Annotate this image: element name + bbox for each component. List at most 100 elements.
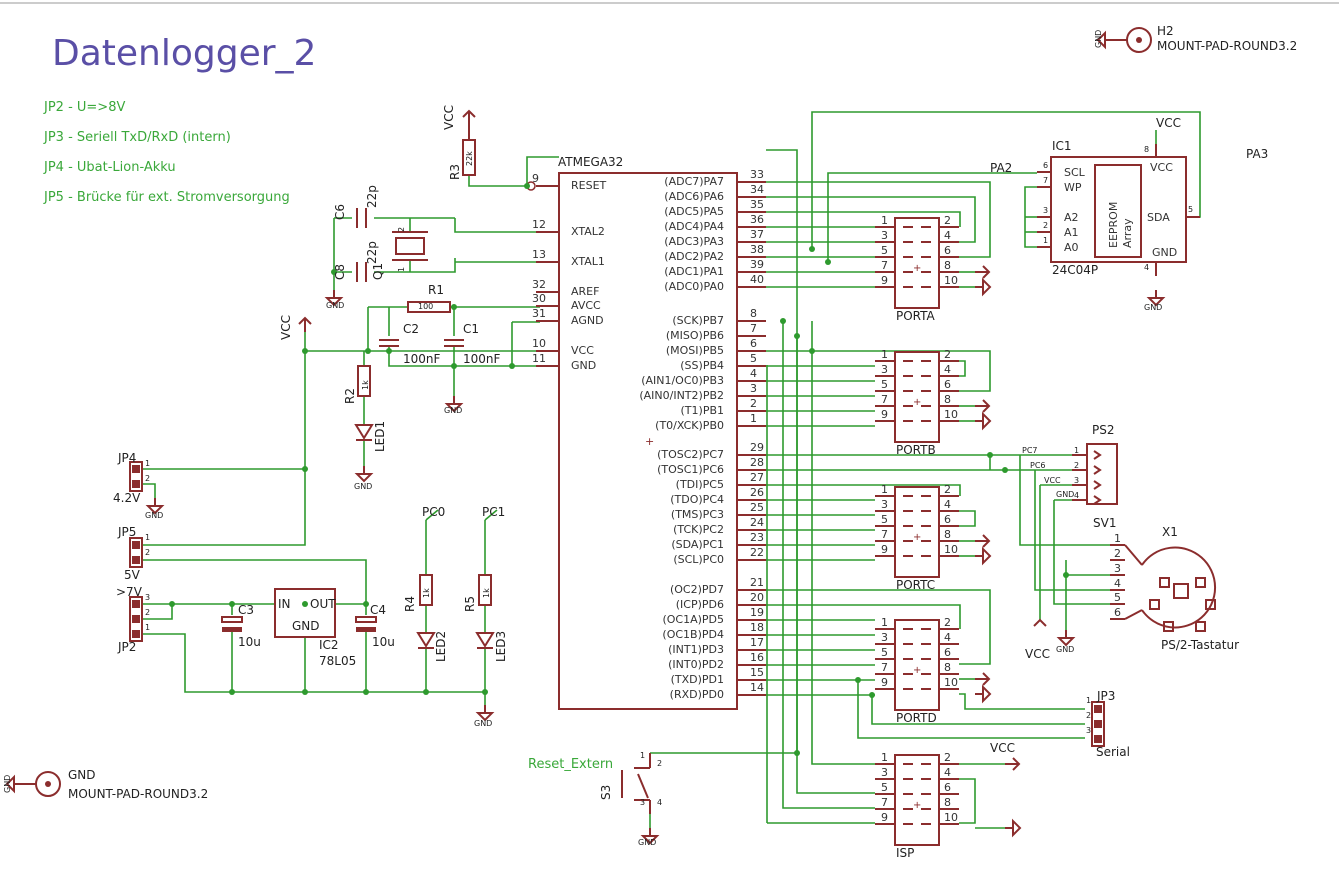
h2-ref: H2 — [1157, 24, 1174, 38]
ps2-pc7: PC7 — [1022, 446, 1038, 455]
header-pin-num: 7 — [881, 661, 888, 674]
ic1-array-1: EEPROM — [1107, 201, 1120, 248]
mcu-pin-num-35: 35 — [750, 198, 764, 211]
mcu-pin-num-25: 25 — [750, 501, 764, 514]
wire-isp-mosi — [811, 321, 875, 765]
header-pin-num: 3 — [881, 766, 888, 779]
mcu-pin-sdapc1: (SDA)PC1 — [671, 538, 724, 551]
r4-body — [419, 574, 433, 606]
jp3-pin — [1094, 705, 1102, 713]
s3-lever — [637, 773, 649, 799]
jp2-ref: JP2 — [118, 640, 137, 654]
s3-gnd-symbol — [640, 835, 660, 845]
wire-pa7 — [766, 181, 991, 258]
led1-gnd-symbol — [354, 473, 374, 483]
mcu-pin-tosc2pc7: (TOSC2)PC7 — [657, 448, 724, 461]
porta-vcc-symbol — [982, 265, 991, 279]
x1-contact — [1149, 599, 1160, 610]
header-pin-num: 6 — [944, 378, 951, 391]
wire-ps2-data — [1034, 470, 1110, 591]
ic1-num-4: 4 — [1144, 263, 1150, 272]
wires — [142, 111, 1201, 829]
jp3-p3: 3 — [1086, 726, 1092, 735]
mcu-pin-t1pb1: (T1)PB1 — [680, 404, 724, 417]
wire-scl — [827, 172, 1037, 262]
mcu-pin-ain1oc0pb3: (AIN1/OC0)PB3 — [641, 374, 724, 387]
jp2-pin — [132, 600, 140, 608]
xtal-gnd-symbol — [324, 297, 344, 307]
mcu-pin-num-28: 28 — [750, 456, 764, 469]
r2-value: 1k — [361, 380, 370, 390]
ic1-pin-wp: WP — [1064, 181, 1082, 194]
led3-ref: LED3 — [494, 630, 508, 662]
mcu-body — [558, 172, 738, 710]
header-pin-num: 2 — [944, 214, 951, 227]
header-pin-num: 10 — [944, 408, 958, 421]
x1-vcc: VCC — [1025, 647, 1050, 661]
mcu-pin-num-9: 9 — [532, 172, 539, 185]
wire — [526, 156, 559, 186]
led3-body — [475, 632, 495, 648]
mcu-pin-num-14: 14 — [750, 681, 764, 694]
header-pin-num: 8 — [944, 796, 951, 809]
junction-dot — [987, 452, 993, 458]
h2-gnd: GND — [1094, 29, 1103, 48]
jp2-pin — [132, 630, 140, 638]
header-pin-num: 2 — [944, 483, 951, 496]
junction-dot — [169, 601, 175, 607]
header-pin-num: 5 — [881, 513, 888, 526]
r1-ref: R1 — [428, 283, 444, 297]
header-body-portb — [894, 351, 940, 443]
junction-dot — [825, 259, 831, 265]
q1-body — [395, 237, 425, 255]
x1-ref: X1 — [1162, 525, 1178, 539]
mcu-pin-sclpc0: (SCL)PC0 — [673, 553, 724, 566]
ps2-gnd: GND — [1056, 490, 1075, 499]
ps2-vcc: VCC — [1044, 476, 1061, 485]
junction-dot — [1063, 572, 1069, 578]
vcc-left-symbol — [298, 316, 312, 325]
mcu-pin-num-18: 18 — [750, 621, 764, 634]
x1-edge — [1124, 609, 1143, 620]
wire-pd6 — [766, 604, 961, 629]
jp2-p3: 3 — [145, 593, 151, 602]
ps2-p4: 4 — [1074, 491, 1080, 500]
jp4-gnd: GND — [145, 511, 164, 520]
header-pin-num: 2 — [944, 616, 951, 629]
ic1-gnd-label: GND — [1144, 303, 1163, 312]
wire-portc-loop — [959, 510, 976, 527]
ic1-part: 24C04P — [1052, 263, 1099, 277]
header-pin-num: 4 — [944, 766, 951, 779]
header-pin-num: 9 — [881, 543, 888, 556]
note-jp4: JP4 - Ubat-Lion-Akku — [44, 160, 176, 175]
mount-gnd-gnd: GND — [3, 774, 12, 793]
portd-gnd-symbol — [982, 684, 992, 704]
isp-vcc-label: VCC — [990, 741, 1015, 755]
junction-dot — [302, 466, 308, 472]
header-pin-num: 1 — [881, 616, 888, 629]
porta-gnd-symbol — [982, 277, 992, 297]
q1-pin2: 2 — [397, 226, 406, 232]
x1-contact — [1195, 621, 1206, 632]
header-pin-num: 6 — [944, 513, 951, 526]
header-pin-num: 3 — [881, 498, 888, 511]
ic1-pin-gnd: GND — [1152, 246, 1178, 259]
x1-gnd-symbol — [1056, 637, 1076, 647]
mcu-pin-num-29: 29 — [750, 441, 764, 454]
origin-cross: + — [913, 800, 921, 811]
ic1-num-8: 8 — [1144, 145, 1150, 154]
r2-body — [357, 365, 371, 397]
ic1-pin-sda: SDA — [1147, 211, 1170, 224]
wire-portb-loop — [959, 360, 966, 377]
x1-pin-num-3: 3 — [1114, 562, 1121, 575]
wire-xtal1-cap — [374, 262, 456, 273]
junction-dot — [363, 689, 369, 695]
mcu-pin-num-13: 13 — [532, 248, 546, 261]
mcu-pin-adc6pa6: (ADC6)PA6 — [664, 190, 724, 203]
note-jp5: JP5 - Brücke für ext. Stromversorgung — [44, 190, 290, 205]
mcu-pin-avcc: AVCC — [571, 299, 601, 312]
header-pin-num: 6 — [944, 244, 951, 257]
mcu-pin-num-11: 11 — [532, 352, 546, 365]
mcu-pin-aref: AREF — [571, 285, 600, 298]
